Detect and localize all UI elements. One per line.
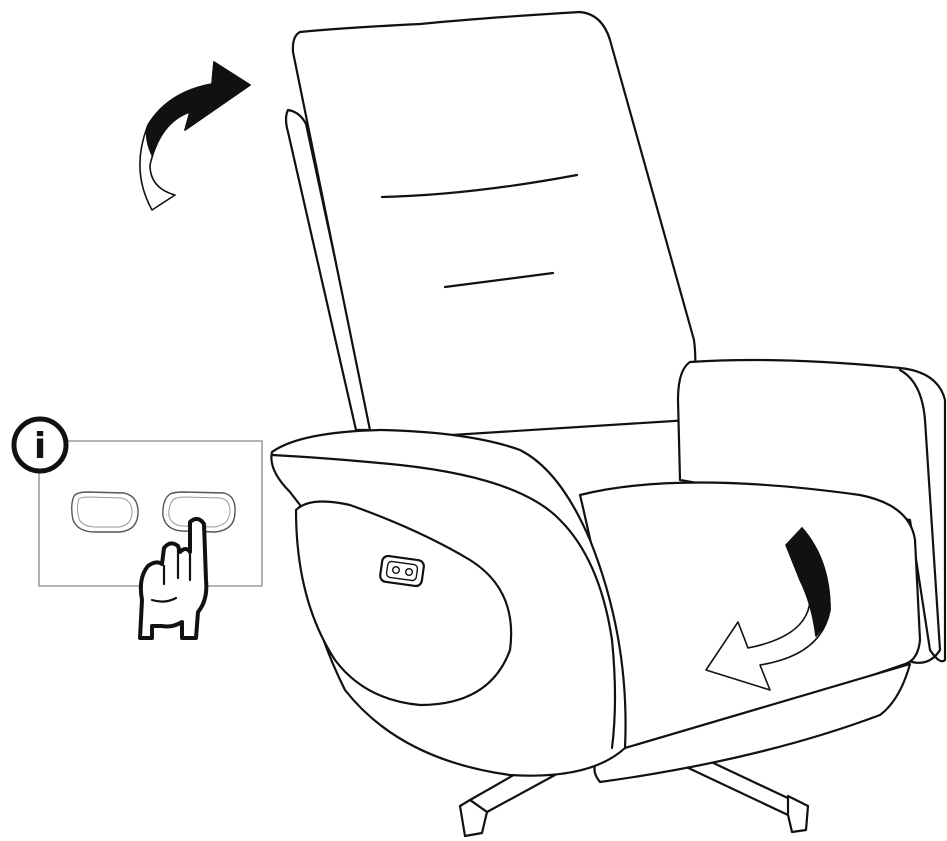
info-glyph: i [34,426,46,467]
left-armrest [271,430,625,776]
pointing-hand-icon [140,519,206,638]
info-icon: i [14,419,66,471]
recline-back-button[interactable] [72,492,138,532]
curved-arrow-up-icon [140,62,250,210]
backrest [286,12,695,440]
control-switch-icon[interactable] [379,555,424,587]
